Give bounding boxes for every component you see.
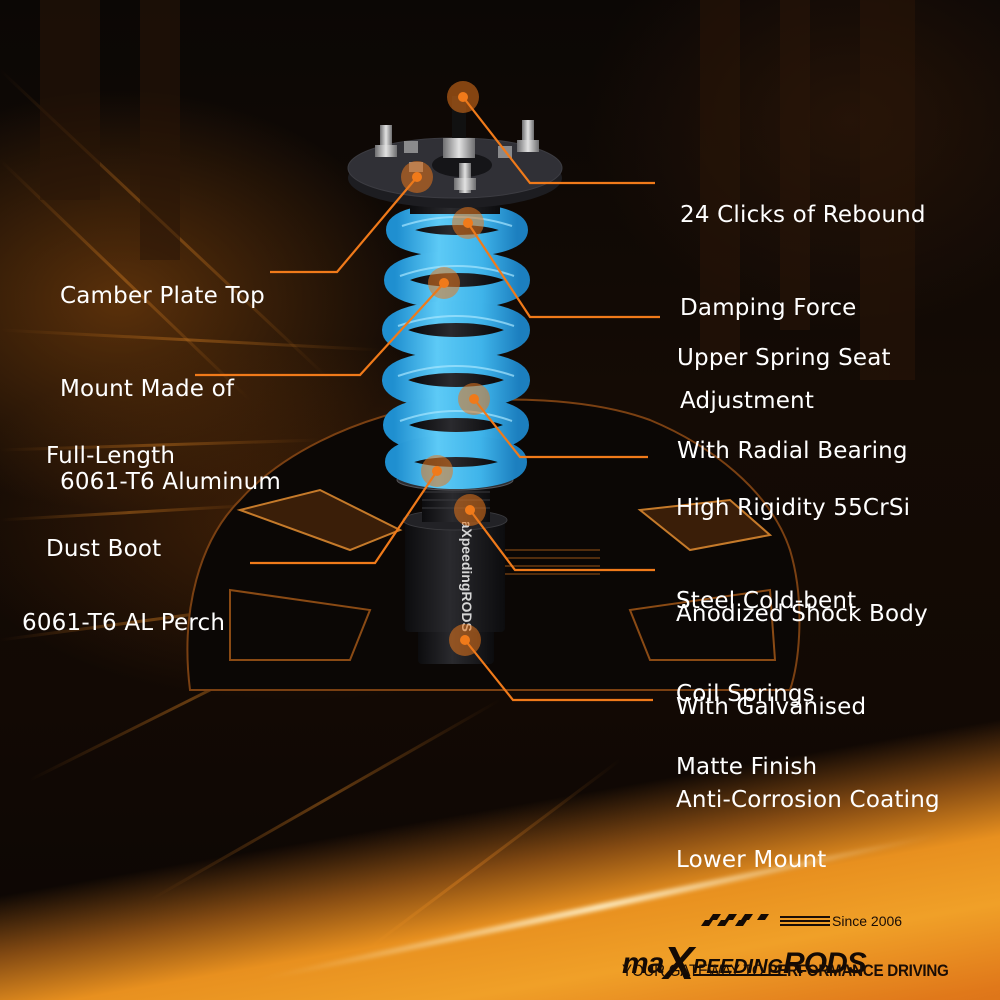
logo-wordmark: maXPEEDINGRODS bbox=[622, 930, 867, 989]
callout-line: Camber Plate Top bbox=[60, 283, 265, 309]
logo-tagline: YOUR GATEWAY TO PERFORMANCE DRIVING bbox=[622, 962, 949, 981]
callout-lower-mount: Matte Finish Lower Mount bbox=[676, 690, 827, 938]
marker-rebound bbox=[447, 81, 479, 113]
callout-dust-boot: Full-Length Dust Boot bbox=[46, 379, 175, 627]
logo-since: Since 2006 bbox=[832, 913, 903, 929]
marker-spring-seat bbox=[452, 207, 484, 239]
callout-line: Damping Force bbox=[680, 295, 857, 321]
callout-coil-springs: High Rigidity 55CrSi Steel Cold-bent Coi… bbox=[676, 431, 910, 772]
callout-line: Lower Mount bbox=[676, 847, 827, 873]
callout-line: With Radial Bearing bbox=[677, 438, 908, 464]
tagline-bold: PERFORMANCE DRIVING bbox=[767, 962, 949, 980]
shock-body bbox=[405, 520, 505, 632]
callout-line: Coil Springs bbox=[676, 681, 815, 707]
marker-dust-boot bbox=[428, 267, 460, 299]
marker-lower-mount bbox=[449, 624, 481, 656]
callout-camber-plate: Camber Plate Top Mount Made of 6061-T6 A… bbox=[60, 219, 281, 560]
marker-camber bbox=[401, 161, 433, 193]
callout-line: Upper Spring Seat bbox=[677, 345, 891, 371]
callout-line: Steel Cold-bent bbox=[676, 588, 857, 614]
callout-line: Matte Finish bbox=[676, 754, 818, 780]
callout-al-perch: 6061-T6 AL Perch bbox=[22, 546, 225, 701]
callout-line: Full-Length bbox=[46, 443, 176, 469]
callout-rebound-damping: 24 Clicks of Rebound Damping Force Adjus… bbox=[680, 138, 926, 479]
svg-text:maXpeedingRODS: maXpeedingRODS bbox=[459, 508, 475, 632]
logo-mid: PEEDING bbox=[693, 956, 784, 978]
marker-springs bbox=[458, 383, 490, 415]
logo-suffix: RODS bbox=[783, 947, 867, 980]
tagline-light: YOUR GATEWAY TO bbox=[622, 962, 768, 980]
callout-upper-spring-seat: Upper Spring Seat With Radial Bearing bbox=[677, 281, 908, 529]
callout-line: With Galvanised bbox=[676, 694, 867, 720]
callout-line: Anti-Corrosion Coating bbox=[676, 787, 940, 813]
callout-shock-body: Anodized Shock Body With Galvanised Anti… bbox=[676, 537, 940, 878]
callout-line: 24 Clicks of Rebound bbox=[680, 202, 926, 228]
callout-line: Adjustment bbox=[680, 388, 815, 414]
callout-line: Anodized Shock Body bbox=[676, 601, 928, 627]
logo-x: X bbox=[663, 937, 694, 989]
callout-line: High Rigidity 55CrSi bbox=[676, 495, 911, 521]
logo-prefix: ma bbox=[622, 947, 664, 980]
marker-perch bbox=[421, 455, 453, 487]
callout-line: 6061-T6 Aluminum bbox=[60, 469, 281, 495]
callout-line: 6061-T6 AL Perch bbox=[22, 610, 226, 636]
callout-line: Mount Made of bbox=[60, 376, 235, 402]
callout-line: Dust Boot bbox=[46, 536, 162, 562]
checkered-flag-icon bbox=[701, 914, 769, 926]
marker-shock-body bbox=[454, 494, 486, 526]
speed-lines-icon bbox=[780, 916, 830, 928]
